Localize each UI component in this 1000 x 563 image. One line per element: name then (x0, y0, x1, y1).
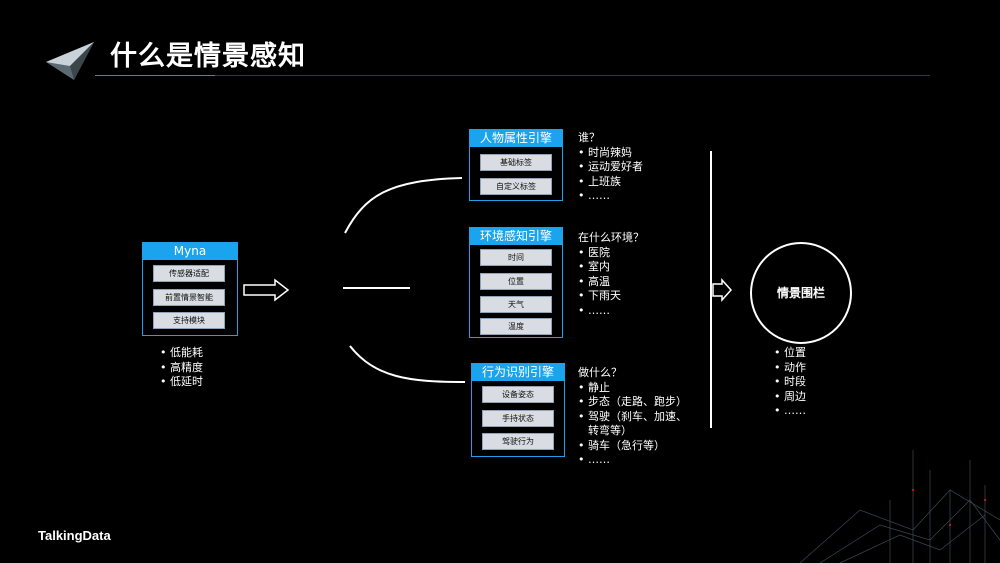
question-heading: 谁？ (578, 131, 600, 144)
answer-item: …… (578, 189, 643, 204)
answer-item: 步态（走路、跑步） (578, 395, 687, 410)
myna-box-title: Myna (143, 243, 237, 260)
small-hollow-arrow-icon (712, 278, 733, 302)
question-heading: 做什么？ (578, 366, 622, 379)
decorative-network-graphic (799, 450, 1000, 563)
page-title: 什么是情景感知 (110, 41, 306, 72)
question-heading: 在什么环境？ (578, 231, 644, 244)
answer-item: 运动爱好者 (578, 160, 643, 175)
answer-item: 时尚辣妈 (578, 146, 643, 161)
engine-item: 自定义标签 (480, 178, 552, 195)
fence-item: 周边 (774, 390, 806, 405)
myna-feature-list: 低能耗 高精度 低延时 (160, 346, 203, 390)
behavior-engine-box: 行为识别引擎 设备姿态 手持状态 驾驶行为 (471, 363, 565, 457)
engine-item: 设备姿态 (482, 386, 554, 403)
myna-feature: 高精度 (160, 361, 203, 376)
answer-item: 驾驶（刹车、加速、 (578, 410, 687, 425)
myna-feature: 低延时 (160, 375, 203, 390)
engine-item: 驾驶行为 (482, 433, 554, 450)
environment-engine-title: 环境感知引擎 (470, 228, 562, 245)
engine-item: 温度 (480, 318, 552, 335)
fence-item: 动作 (774, 361, 806, 376)
fence-item: …… (774, 404, 806, 419)
answer-item: …… (578, 304, 644, 319)
behavior-engine-question-list: 做什么？ 静止 步态（走路、跑步） 驾驶（刹车、加速、 转弯等） 骑车（急行等）… (578, 366, 687, 468)
engine-item: 位置 (480, 273, 552, 290)
answer-item: 静止 (578, 381, 687, 396)
answer-item: …… (578, 453, 687, 468)
fence-item: 位置 (774, 346, 806, 361)
engine-item: 手持状态 (482, 410, 554, 427)
environment-engine-box: 环境感知引擎 时间 位置 天气 温度 (469, 227, 563, 338)
title-divider (95, 75, 930, 76)
brand-logo-text: TalkingData (38, 528, 111, 543)
answer-item: 骑车（急行等） (578, 439, 687, 454)
answer-item: 高温 (578, 275, 644, 290)
person-attribute-engine-box: 人物属性引擎 基础标签 自定义标签 (469, 129, 563, 201)
fence-item: 时段 (774, 375, 806, 390)
hollow-arrow-icon (243, 278, 290, 302)
context-fence-list: 位置 动作 时段 周边 …… (774, 346, 806, 419)
context-fence-circle: 情景围栏 (750, 242, 852, 344)
myna-item-support-module: 支持模块 (153, 312, 225, 329)
myna-feature: 低能耗 (160, 346, 203, 361)
person-engine-title: 人物属性引擎 (470, 130, 562, 147)
myna-item-sensor-adapter: 传感器适配 (153, 265, 225, 282)
answer-item-continuation: 转弯等） (588, 424, 632, 437)
environment-engine-question-list: 在什么环境？ 医院 室内 高温 下雨天 …… (578, 231, 644, 318)
engine-item: 基础标签 (480, 154, 552, 171)
logo-mark-icon (46, 42, 94, 80)
answer-item: 上班族 (578, 175, 643, 190)
answer-item: 下雨天 (578, 289, 644, 304)
engine-item: 时间 (480, 249, 552, 266)
answer-item: 医院 (578, 246, 644, 261)
curve-to-person-engine (344, 177, 463, 234)
myna-box: Myna 传感器适配 前置情景智能 支持模块 (142, 242, 238, 336)
curve-to-behavior-engine (349, 345, 466, 383)
engine-item: 天气 (480, 296, 552, 313)
answer-item: 室内 (578, 260, 644, 275)
myna-item-front-context-intelligence: 前置情景智能 (153, 289, 225, 306)
person-engine-question-list: 谁？ 时尚辣妈 运动爱好者 上班族 …… (578, 131, 643, 204)
behavior-engine-title: 行为识别引擎 (472, 364, 564, 381)
